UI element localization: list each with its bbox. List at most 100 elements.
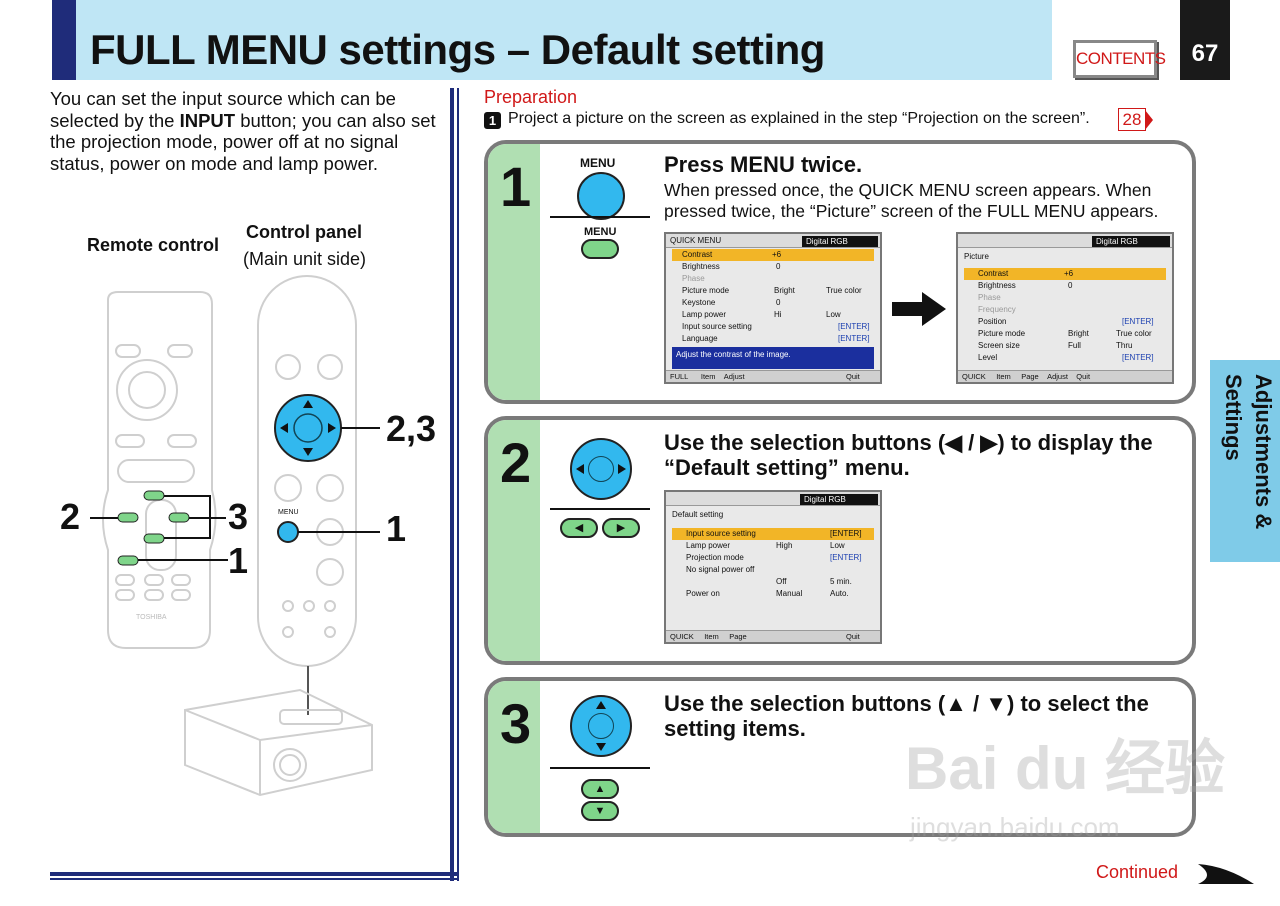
menu-row-label: Picture mode [978, 329, 1026, 338]
callout-3: 3 [228, 496, 249, 537]
right-select-button[interactable]: ▶ [602, 518, 640, 538]
step-number-band [488, 144, 540, 400]
preparation-title: Preparation [484, 87, 578, 107]
remote-up-button[interactable] [143, 490, 165, 501]
callout-1-remote: 1 [228, 540, 249, 581]
menu-row-option: Thru [1116, 341, 1133, 350]
menu-row-option: 5 min. [830, 577, 852, 586]
menu-panel-name: Picture [964, 252, 989, 261]
step-rule [550, 767, 650, 769]
menu-button-icon[interactable] [577, 172, 625, 220]
side-tab[interactable] [1210, 360, 1280, 562]
menu-row-label: Brightness [978, 281, 1016, 290]
menu-row-option: Low [830, 541, 845, 550]
step-description: When pressed once, the QUICK MENU screen… [664, 180, 1159, 221]
control-panel-sublabel: (Main unit side) [243, 249, 367, 269]
menu-row-label: Input source setting [686, 529, 756, 538]
up-select-button[interactable]: ▲ [581, 779, 619, 799]
menu-row-value: +6 [772, 250, 782, 259]
dpad-arrows [576, 464, 626, 474]
quick-menu-screen: QUICK MENU Digital RGB Contrast+6 Bright… [664, 232, 882, 384]
bottom-rule [50, 872, 458, 880]
menu-row-option: True color [826, 286, 862, 295]
footer-item: QUICK [670, 632, 694, 641]
menu-row-label: Input source setting [682, 322, 752, 331]
footer-item: Quit [846, 372, 860, 381]
menu-help-text: Adjust the contrast of the image. [672, 347, 874, 369]
footer-item: Adjust [1047, 372, 1068, 381]
intro-part1: You can set the input source which can b… [50, 88, 396, 131]
source-label: Digital RGB [1092, 236, 1170, 247]
step-2-box: 2 ◀ ▶ Use the selection buttons (◀ / ▶) … [484, 416, 1196, 665]
page-reference-link[interactable]: 28 [1118, 108, 1146, 131]
remote-control-label: Remote control [87, 235, 220, 255]
page-number: 67 [1180, 0, 1230, 80]
remote-right-button[interactable] [168, 512, 190, 523]
down-select-button[interactable]: ▼ [581, 801, 619, 821]
left-select-button[interactable]: ◀ [560, 518, 598, 538]
panel-menu-button[interactable] [277, 521, 299, 543]
remote-down-button[interactable] [143, 533, 165, 544]
default-setting-menu-screen: Digital RGB Default setting Input source… [664, 490, 882, 644]
footer-item: FULL [670, 372, 689, 381]
step-number: 2 [500, 431, 532, 494]
quick-menu-title: QUICK MENU [670, 236, 722, 245]
footer-item: Item [996, 372, 1011, 381]
menu-panel-name: Default setting [672, 510, 724, 519]
menu-row-option: Manual [776, 589, 803, 598]
menu-row-option: High [776, 541, 793, 550]
footer-item: Item [704, 632, 719, 641]
menu-row-label: Brightness [682, 262, 720, 271]
page-title: FULL MENU settings – Default setting [90, 26, 825, 73]
menu-row-value: 0 [1068, 281, 1073, 290]
footer-item: QUICK [962, 372, 986, 381]
menu-row-label: Phase [682, 274, 705, 283]
step-number: 3 [500, 692, 532, 755]
menu-row-option: Bright [1068, 329, 1089, 338]
menu-row-value: 0 [776, 298, 781, 307]
step-number-band [488, 681, 540, 833]
control-panel-illustration [257, 275, 357, 667]
step-rule [550, 216, 650, 218]
menu-row-label: Language [682, 334, 718, 343]
menu-row-value: +6 [1064, 269, 1074, 278]
callout-2-3: 2,3 [386, 408, 437, 449]
menu-row-option: Bright [774, 286, 795, 295]
page-reference-arrow [1145, 110, 1153, 130]
continued-arrow-icon[interactable] [1196, 862, 1256, 888]
remote-menu-pill[interactable] [581, 239, 619, 259]
menu-row-label: Lamp power [686, 541, 731, 550]
dpad-arrows [596, 701, 606, 751]
menu-row-enter: [ENTER] [838, 322, 870, 331]
source-label: Digital RGB [800, 494, 878, 505]
remote-left-button[interactable] [117, 512, 139, 523]
header-band [52, 0, 1052, 80]
step-number-band [488, 420, 540, 661]
menu-row-label: Power on [686, 589, 720, 598]
contents-button[interactable]: CONTENTS [1073, 40, 1166, 78]
device-illustration: TOSHIBA MENU [90, 275, 380, 797]
right-arrow-icon [892, 292, 946, 326]
callout-2: 2 [60, 496, 81, 537]
header-accent-bar [52, 0, 76, 80]
footer-item: Adjust [723, 372, 745, 381]
projector-illustration [184, 688, 373, 797]
continued-label[interactable]: Continued [1096, 862, 1179, 882]
footer-item: Page [1021, 372, 1039, 381]
menu-row-label: Keystone [682, 298, 716, 307]
menu-button-label: MENU [580, 156, 616, 170]
step-title: Press MENU twice. [664, 152, 863, 177]
svg-text:MENU: MENU [278, 509, 299, 516]
watermark-text: Bai du 经验 [905, 735, 1226, 802]
preparation-text: Project a picture on the screen as expla… [508, 110, 1090, 127]
menu-row-label: No signal power off [686, 565, 755, 574]
remote-menu-button[interactable] [117, 555, 139, 566]
step-3-box: 3 ▲ ▼ Use the selection buttons (▲ / ▼) … [484, 677, 1196, 837]
intro-part2: button; you can also set the projection … [50, 109, 436, 174]
menu-row-enter: [ENTER] [1122, 353, 1154, 362]
footer-item: Quit [1076, 372, 1091, 381]
menu-row-label: Contrast [978, 269, 1009, 278]
menu-pill-label: MENU [584, 226, 617, 238]
remote-brand-text: TOSHIBA [136, 614, 167, 621]
